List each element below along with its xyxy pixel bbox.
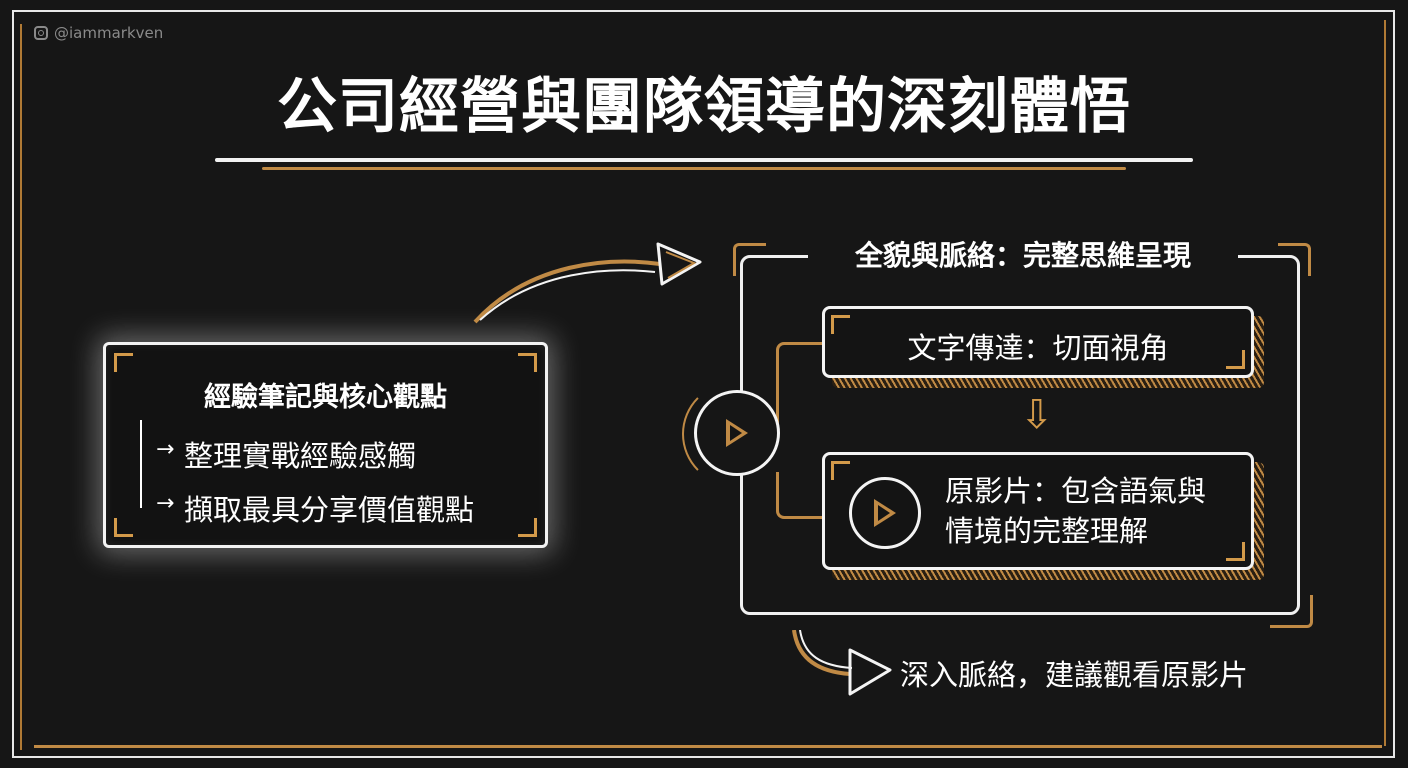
gold-corner <box>1278 243 1311 276</box>
title-backdrop <box>808 232 1238 278</box>
connector-line <box>776 472 823 519</box>
corner-bracket <box>518 518 537 537</box>
text-perspective-box: 文字傳達：切面視角 <box>822 306 1254 378</box>
notes-item: 整理實戰經驗感觸 <box>184 439 417 473</box>
notes-item: 擷取最具分享價值觀點 <box>184 493 475 527</box>
page-title: 公司經營與團隊領導的深刻體悟 <box>277 72 1131 142</box>
play-button-icon[interactable] <box>849 477 921 549</box>
video-label-line2: 情境的完整理解 <box>945 514 1149 548</box>
gold-frame-line-right <box>1384 20 1386 746</box>
arrow-right-icon: → <box>156 437 175 462</box>
original-video-label: 原影片：包含語氣與 情境的完整理解 <box>945 471 1206 551</box>
outer-frame <box>12 10 1395 758</box>
corner-bracket <box>831 315 850 334</box>
notes-box: 經驗筆記與核心觀點 → → 整理實戰經驗感觸 擷取最具分享價值觀點 <box>103 342 548 548</box>
corner-bracket <box>1226 542 1245 561</box>
title-underline-white <box>215 158 1193 162</box>
curved-arrow-icon <box>473 242 702 324</box>
title-underline-gold <box>262 167 1126 170</box>
corner-bracket <box>114 353 133 372</box>
gold-frame-line-bottom <box>34 745 1382 748</box>
video-label-line1: 原影片：包含語氣與 <box>945 474 1207 508</box>
corner-bracket <box>518 353 537 372</box>
gold-corner <box>733 243 766 276</box>
original-video-box: 原影片：包含語氣與 情境的完整理解 <box>822 452 1254 570</box>
down-arrow-icon: ⇩ <box>1020 392 1054 438</box>
corner-bracket <box>1226 350 1245 369</box>
cta-text: 深入脈絡，建議觀看原影片 <box>900 658 1249 692</box>
context-panel-title: 全貌與脈絡：完整思維呈現 <box>854 239 1191 272</box>
connector-line <box>776 342 825 435</box>
watermark: @iammarkven <box>34 24 163 42</box>
text-perspective-label: 文字傳達：切面視角 <box>907 331 1169 365</box>
instagram-icon <box>34 26 48 40</box>
corner-bracket <box>114 518 133 537</box>
branch-line <box>140 420 158 508</box>
play-ring-accent <box>682 382 786 486</box>
notes-heading: 經驗筆記與核心觀點 <box>204 382 447 413</box>
corner-bracket <box>831 461 850 480</box>
watermark-handle: @iammarkven <box>54 24 164 42</box>
play-button-icon[interactable] <box>694 390 780 476</box>
gold-corner <box>1270 595 1313 628</box>
arrow-right-icon: → <box>156 491 175 516</box>
curved-arrow-icon <box>792 630 892 696</box>
gold-frame-line-left <box>20 24 22 750</box>
